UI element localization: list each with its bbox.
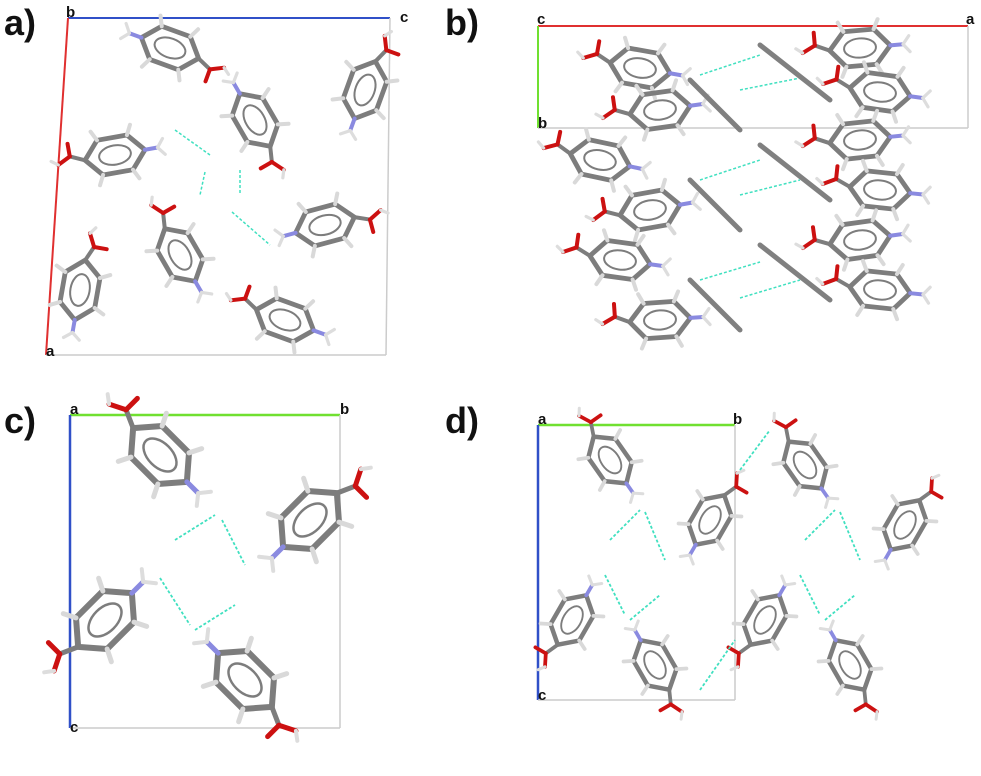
molecule (216, 273, 341, 363)
axis-label-c-panel-d: c (538, 687, 546, 704)
panel-d: a b c (520, 396, 957, 729)
molecule (79, 374, 227, 522)
molecule (24, 552, 172, 700)
axis-label-a-panel-b: a (966, 11, 975, 28)
hydrogen-bonds-a (174, 129, 271, 246)
axis-a-line-a (45, 17, 69, 356)
panel-c: a b c (24, 374, 390, 760)
panel-label-d: d) (445, 400, 479, 441)
axis-label-a-panel-c: a (70, 401, 79, 418)
axis-label-a-panel-a: a (46, 343, 55, 360)
hydrogen-bonds-b (699, 54, 801, 299)
molecule (322, 21, 412, 146)
axis-label-b-panel-d: b (733, 411, 742, 428)
panel-label-a: a) (4, 2, 37, 43)
axis-label-c-panel-c: c (70, 719, 78, 736)
hydrogen-bonds-c (159, 514, 246, 631)
axis-label-c-panel-a: c (400, 9, 408, 26)
axis-label-a-panel-d: a (538, 411, 547, 428)
panel-a: b c a (45, 4, 413, 363)
molecule (124, 186, 228, 312)
axis-label-c-panel-b: c (537, 11, 545, 28)
molecule (47, 120, 168, 193)
panel-label-b: b) (445, 2, 479, 43)
molecule (177, 612, 325, 760)
panel-label-c: c) (4, 400, 37, 441)
molecule (207, 63, 311, 189)
panel-b: c a b (532, 11, 975, 352)
chain-bonds-b (687, 42, 833, 333)
axis-label-b-panel-a: b (66, 4, 75, 21)
molecule (45, 222, 118, 343)
axis-label-b-panel-b: b (538, 115, 547, 132)
axis-label-b-panel-c: b (340, 401, 349, 418)
molecule (270, 182, 394, 264)
hydrogen-bonds-d (604, 429, 861, 691)
molecule (242, 439, 390, 587)
molecule-layers-b (532, 17, 933, 352)
